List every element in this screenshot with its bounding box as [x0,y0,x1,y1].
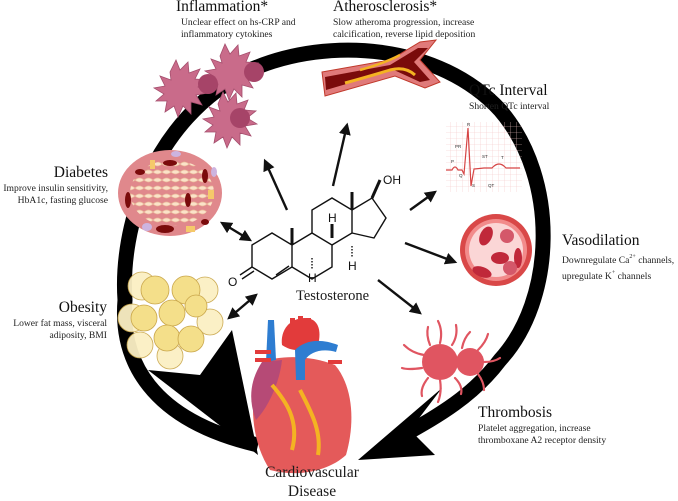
nucleus [198,74,218,94]
heart-illustration [251,316,352,474]
cycle-arrowhead-right [358,388,442,460]
ecg-trace [446,127,520,187]
thrombosis-label: Thrombosis Platelet aggregation, increas… [478,404,606,448]
thrombosis-title: Thrombosis [478,404,553,421]
arrow-to-atherosclerosis [331,122,351,187]
red-blood-cell [479,226,493,246]
molecule-h-label: H [348,259,357,273]
ecg-label-t: T [501,155,504,160]
obesity-fat-cells-illustration [117,271,224,370]
testosterone-molecule [239,179,387,280]
obesity-desc-line2: adiposity, BMI [49,330,107,342]
qtc-label: QTc Interval Shorten QTc interval [469,82,549,113]
qtc-title: QTc Interval [469,82,548,99]
cycle-arrowhead-left [148,330,258,455]
diabetes-desc-line1: Improve insulin sensitivity, [3,182,108,194]
vasodilation-desc1-pre: Downregulate Ca [562,254,630,266]
vasodilation-vessel-illustration [460,214,532,286]
vasodilation-desc2-post: channels [615,271,652,283]
ecg-label-r: R [467,122,471,127]
molecule-h-label: H [328,211,337,225]
red-blood-cell [472,266,492,278]
vasodilation-desc-line1: Downregulate Ca2+ channels, [562,251,674,268]
molecule-oh-label: OH [383,173,401,187]
qtc-desc-line1: Shorten QTc interval [469,100,550,112]
red-blood-cell [500,229,514,243]
vasodilation-desc2-sup: + [611,270,616,277]
vasodilation-desc-line2: upregulate K+ channels [562,267,674,284]
obesity-title: Obesity [58,299,107,316]
inflammation-cells-illustration [152,43,264,150]
red-blood-cell [503,261,517,275]
ecg-label-p: P [451,159,454,164]
ecg-label-pr: PR [455,144,462,149]
outcome-line1: Cardiovascular [265,464,359,481]
obesity-desc-line1: Lower fat mass, visceral [13,317,107,329]
vasodilation-desc2-pre: upregulate K [562,271,612,283]
inflammation-desc-line2: inflammatory cytokines [181,29,273,41]
molecule-h-label: H [308,271,317,285]
nucleus [230,108,250,128]
vasodilation-desc1-sup: 2+ [629,253,636,260]
inflammation-title: Inflammation* [176,0,269,15]
arrow-diabetes-bidirectional [219,221,253,242]
cardiovascular-disease-label: Cardiovascular Disease [250,463,374,501]
thrombosis-desc-line2: thromboxane A2 receptor density [478,435,607,447]
diabetes-title: Diabetes [53,164,108,181]
arrow-to-inflammation [263,158,289,211]
ecg-strip-illustration: R PR ST P T Q S QT [446,122,522,192]
nucleus [244,62,264,82]
vasodilation-desc1-post: channels, [635,254,675,266]
arrow-to-thrombosis [377,279,422,315]
arrow-obesity-bidirectional [227,293,258,320]
vasodilation-title: Vasodilation [562,232,640,249]
inflammation-desc-line1: Unclear effect on hs-CRP and [181,16,296,28]
inflammation-label: Inflammation* Unclear effect on hs-CRP a… [176,0,296,42]
testosterone-label: Testosterone [296,288,370,304]
ecg-label-st: ST [482,154,488,159]
diabetes-desc-line2: HbA1c, fasting glucose [17,195,108,207]
ecg-label-s: S [472,183,475,188]
atherosclerosis-desc-line2: calcification, reverse lipid deposition [333,29,476,41]
atherosclerosis-label: Atherosclerosis* Slow atheroma progressi… [333,0,475,42]
obesity-label: Obesity Lower fat mass, visceral adiposi… [13,299,107,343]
molecule-o-label: O [228,275,237,289]
thrombosis-desc-line1: Platelet aggregation, increase [478,422,591,434]
diabetes-label: Diabetes Improve insulin sensitivity, Hb… [3,164,108,208]
atherosclerosis-title: Atherosclerosis* [333,0,438,15]
ecg-label-q: Q [459,173,463,178]
arrow-to-qtc [409,190,437,211]
arrow-to-vasodilation [404,241,458,265]
outcome-line2: Disease [287,483,337,500]
vasodilation-label: Vasodilation Downregulate Ca2+ channels,… [562,232,674,284]
thrombosis-platelets-illustration [400,319,502,404]
atherosclerosis-desc-line1: Slow atheroma progression, increase [333,16,475,28]
red-blood-cell [514,248,522,268]
atherosclerosis-artery-illustration [321,39,441,97]
diabetes-tissue-illustration [118,150,222,236]
ecg-label-qt: QT [488,183,495,188]
effect-arrows [219,122,458,320]
red-blood-cell [491,252,509,264]
